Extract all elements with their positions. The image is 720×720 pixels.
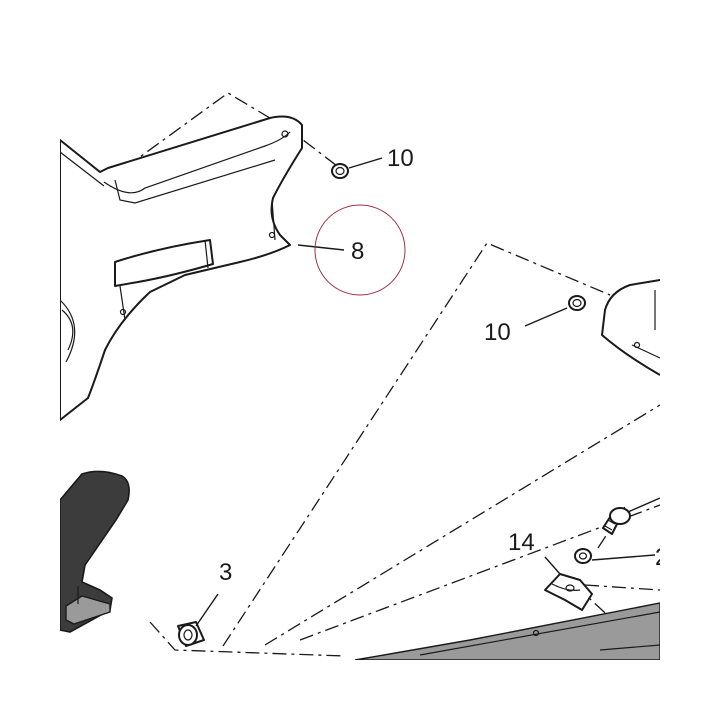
crop-mask-bottom [0,660,720,720]
grommet-part-10-lower [568,295,586,311]
callout-8: 8 [351,238,364,265]
floor-panel [354,602,661,661]
grommet-part-10-upper [331,163,349,179]
bolt-and-washer-part-2 [574,507,631,564]
callout-10-lower: 10 [484,319,511,346]
bushing-part-3 [177,621,205,647]
highlight-circle [314,204,406,296]
bracket-part [59,470,130,633]
crop-mask-right [660,0,720,720]
cover-panel-part-8 [59,115,303,421]
leader-lines [195,157,661,627]
right-panel-edge [601,279,661,376]
clip-part-14 [544,573,593,611]
crop-mask-left [0,0,60,720]
callout-14: 14 [508,529,535,556]
callout-3: 3 [219,559,232,586]
callout-10-upper: 10 [387,145,414,172]
callout-labels: 10 8 10 14 3 2 [219,145,668,586]
